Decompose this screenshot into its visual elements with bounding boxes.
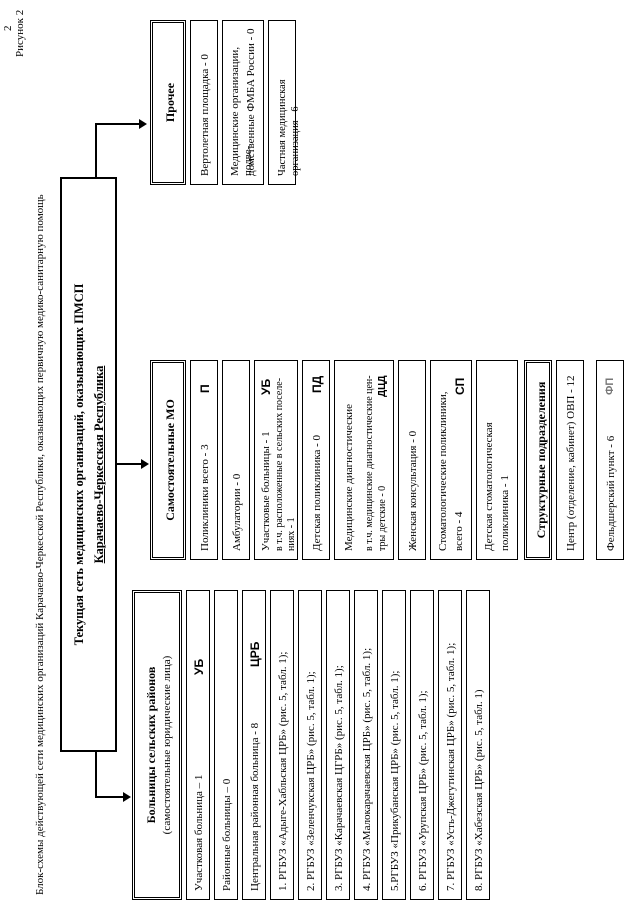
other-item-2-text: Частная медицинская организация - 6 <box>277 79 301 176</box>
structural-item-0-text: Центр (отделение, кабинет) ОВП - 12 <box>565 375 577 551</box>
structural-item-1-text: Фельдшерский пункт - 6 <box>605 435 617 551</box>
independent-mo-title: Самостоятельные МО <box>163 399 177 521</box>
mo-item-5-text: Женская консультация - 0 <box>407 430 419 551</box>
mo-item-7-text: Детская стоматологическая <box>483 422 495 551</box>
rural-item-0-text: Участковая больница – 1 <box>193 774 205 891</box>
connector-left <box>95 796 123 798</box>
rural-hospitals-subtitle: (самостоятельные юридические лица) <box>161 655 173 835</box>
rural-item-5-text: 3. РГБУЗ «Карачаевская ЦГРБ» (рис. 5, та… <box>333 665 345 891</box>
mo-item-5: Женская консультация - 0 <box>398 360 426 560</box>
mo-item-3-text: Детская поликлиника - 0 <box>311 434 323 551</box>
rural-item-4: 2. РГБУЗ «Зеленчукская ЦРБ» (рис. 5, таб… <box>298 590 322 900</box>
mo-item-2: Участковые больницы - 1 УБ в т.ч. распол… <box>254 360 298 560</box>
other-item-0: Вертолетная площадка - 0 <box>190 20 218 185</box>
rural-item-4-text: 2. РГБУЗ «Зеленчукская ЦРБ» (рис. 5, таб… <box>305 671 317 891</box>
mo-item-4-submark: ДЦД <box>377 375 388 397</box>
rural-item-7-text: 5.РГБУЗ «Прикубанская ЦРБ» (рис. 5, табл… <box>389 670 401 891</box>
rural-item-3-text: 1. РГБУЗ «Адыге-Хабльская ЦРБ» (рис. 5, … <box>277 651 289 891</box>
connector-left-arrow <box>123 792 131 802</box>
other-header: Прочее <box>150 20 186 185</box>
other-item-1: Медицинские организации, подве- домствен… <box>222 20 264 185</box>
rural-item-5: 3. РГБУЗ «Карачаевская ЦГРБ» (рис. 5, та… <box>326 590 350 900</box>
rural-item-3: 1. РГБУЗ «Адыге-Хабльская ЦРБ» (рис. 5, … <box>270 590 294 900</box>
network-header-line2: Карачаево-Черкесская Республика <box>92 365 106 564</box>
rural-item-2: Центральная районная больница - 8 ЦРБ <box>242 590 266 900</box>
rural-item-6-text: 4. РГБУЗ «Малокарачаевская ЦРБ» (рис. 5,… <box>361 647 373 891</box>
connector-left-h <box>95 751 97 798</box>
rural-item-8: 6. РГБУЗ «Урупская ЦРБ» (рис. 5, табл. 1… <box>410 590 434 900</box>
rural-hospitals-header: Больницы сельских районов (самостоятельн… <box>132 590 182 900</box>
other-item-2: Частная медицинская организация - 6 <box>268 20 301 185</box>
mo-item-3-mark: ПД <box>310 375 324 393</box>
mo-item-4: Медицинские диагностические в т.ч. медиц… <box>334 360 394 560</box>
figure-label: Рисунок 2 <box>14 9 26 57</box>
rural-item-7: 5.РГБУЗ «Прикубанская ЦРБ» (рис. 5, табл… <box>382 590 406 900</box>
network-header-box: Текущая сеть медицинских организаций, ок… <box>60 177 117 752</box>
other-item-1-line2: домственные ФМБА России - 0 <box>245 28 257 176</box>
structural-item-1: Фельдшерский пункт - 6 ФП <box>596 360 624 560</box>
mo-item-4-sub2: тры детские - 0 <box>377 485 388 551</box>
rural-item-2-text: Центральная районная больница - 8 <box>249 722 261 891</box>
mo-item-6-text: Стоматологические поликлиники, <box>437 391 449 551</box>
network-header-line1: Текущая сеть медицинских организаций, ок… <box>72 283 86 646</box>
structural-title: Структурные подразделения <box>534 381 548 539</box>
mo-item-6-sub1: всего - 4 <box>453 511 465 551</box>
structural-item-1-mark: ФП <box>604 377 616 395</box>
rural-hospitals-title: Больницы сельских районов <box>144 666 158 824</box>
rural-item-1: Районные больницы – 0 <box>214 590 238 900</box>
rural-item-9-text: 7. РГБУЗ «Усть-Джегутинская ЦРБ» (рис. 5… <box>445 642 457 891</box>
rural-item-8-text: 6. РГБУЗ «Урупская ЦРБ» (рис. 5, табл. 1… <box>417 690 429 891</box>
connector-right-arrow <box>139 119 147 129</box>
rural-item-0: Участковая больница – 1 УБ <box>186 590 210 900</box>
mo-item-0: Поликлиники всего - 3 П <box>190 360 218 560</box>
rural-item-9: 7. РГБУЗ «Усть-Джегутинская ЦРБ» (рис. 5… <box>438 590 462 900</box>
rural-item-1-text: Районные больницы – 0 <box>221 778 233 891</box>
connector-right-h <box>95 123 97 177</box>
rural-item-6: 4. РГБУЗ «Малокарачаевская ЦРБ» (рис. 5,… <box>354 590 378 900</box>
other-item-0-text: Вертолетная площадка - 0 <box>199 54 211 176</box>
connector-middle-arrow <box>141 459 149 469</box>
rural-item-0-mark: УБ <box>192 658 206 675</box>
mo-item-4-text: Медицинские диагностические <box>343 403 355 551</box>
mo-item-7-sub1: поликлиника - 1 <box>499 475 511 551</box>
mo-item-0-mark: П <box>198 384 212 393</box>
mo-item-6: Стоматологические поликлиники, всего - 4… <box>430 360 472 560</box>
mo-item-2-sub2: ниях - 1 <box>286 517 297 551</box>
caption: Блок-схемы действующей сети медицинских … <box>34 194 46 895</box>
mo-item-3: Детская поликлиника - 0 ПД <box>302 360 330 560</box>
mo-item-1: Амбулатории - 0 <box>222 360 250 560</box>
structural-header: Структурные подразделения <box>524 360 552 560</box>
connector-right <box>95 123 139 125</box>
rural-item-10: 8. РГБУЗ «Хабезская ЦРБ» (рис. 5, табл. … <box>466 590 490 900</box>
mo-item-1-text: Амбулатории - 0 <box>231 473 243 551</box>
rural-item-10-text: 8. РГБУЗ «Хабезская ЦРБ» (рис. 5, табл. … <box>473 689 485 891</box>
structural-item-0: Центр (отделение, кабинет) ОВП - 12 <box>556 360 584 560</box>
mo-item-0-text: Поликлиники всего - 3 <box>199 444 211 551</box>
page-number: 2 <box>2 25 14 32</box>
mo-item-7: Детская стоматологическая поликлиника - … <box>476 360 518 560</box>
mo-item-6-mark: СП <box>453 377 467 395</box>
rural-item-2-mark: ЦРБ <box>248 641 262 667</box>
independent-mo-header: Самостоятельные МО <box>150 360 186 560</box>
connector-middle <box>115 463 141 465</box>
other-title: Прочее <box>163 82 177 123</box>
